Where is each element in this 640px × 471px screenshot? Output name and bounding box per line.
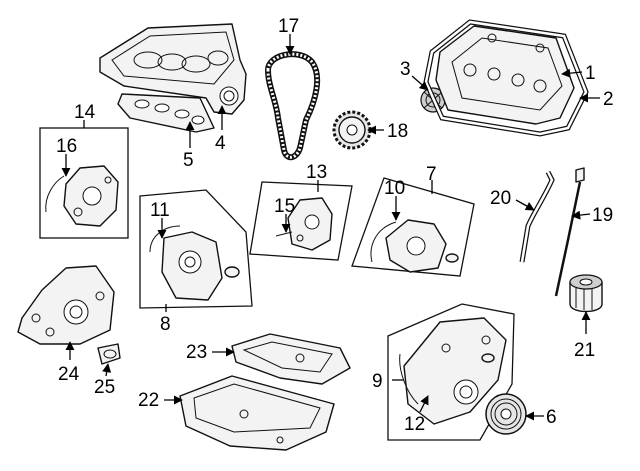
callout-13: 13 bbox=[306, 162, 327, 183]
callout-6: 6 bbox=[546, 407, 557, 428]
intake-manifold[interactable] bbox=[99, 23, 247, 115]
callout-5: 5 bbox=[183, 150, 194, 171]
lower-oil-pan[interactable] bbox=[179, 375, 335, 451]
callout-4: 4 bbox=[215, 133, 226, 154]
intake-manifold-gasket[interactable] bbox=[117, 93, 215, 133]
crankshaft-pulley[interactable] bbox=[485, 393, 527, 435]
callout-3: 3 bbox=[400, 59, 411, 80]
callout-22: 22 bbox=[138, 390, 159, 411]
dipstick-tube[interactable] bbox=[519, 170, 555, 263]
upper-timing-cover[interactable] bbox=[275, 197, 333, 251]
callout-14: 14 bbox=[74, 102, 96, 123]
leader-lines bbox=[61, 34, 600, 421]
callout-24: 24 bbox=[58, 364, 80, 385]
callout-9: 9 bbox=[372, 371, 383, 392]
callout-2: 2 bbox=[603, 89, 614, 110]
callout-8: 8 bbox=[160, 314, 171, 335]
valve-cover-gasket[interactable] bbox=[423, 19, 589, 137]
front-timing-cover[interactable] bbox=[370, 219, 459, 273]
callout-10: 10 bbox=[384, 178, 405, 199]
callout-25: 25 bbox=[94, 377, 115, 398]
timing-cover-lower[interactable] bbox=[149, 225, 240, 301]
rear-timing-cover[interactable] bbox=[45, 165, 119, 227]
callout-23: 23 bbox=[186, 342, 207, 363]
callout-20: 20 bbox=[490, 188, 511, 209]
callout-21: 21 bbox=[574, 340, 595, 361]
callout-11: 11 bbox=[150, 200, 170, 221]
upper-oil-pan[interactable] bbox=[231, 333, 351, 385]
oil-pump[interactable] bbox=[17, 265, 115, 345]
dipstick[interactable] bbox=[554, 167, 585, 297]
oil-filter[interactable] bbox=[569, 274, 603, 313]
callout-labels: 1 2 3 4 5 6 7 8 9 10 11 12 13 14 15 16 1… bbox=[56, 16, 614, 435]
callout-1: 1 bbox=[585, 63, 596, 84]
oil-screen[interactable] bbox=[97, 343, 121, 365]
front-cover-housing[interactable] bbox=[399, 317, 507, 425]
callout-19: 19 bbox=[592, 205, 613, 226]
callout-12: 12 bbox=[404, 414, 425, 435]
callout-16: 16 bbox=[56, 136, 77, 157]
camshaft-sprocket[interactable] bbox=[332, 110, 372, 150]
valve-cover[interactable] bbox=[435, 25, 575, 125]
callout-18: 18 bbox=[387, 121, 408, 142]
callout-17: 17 bbox=[278, 16, 299, 37]
callout-15: 15 bbox=[274, 196, 295, 217]
timing-belt[interactable] bbox=[264, 51, 321, 161]
callout-7: 7 bbox=[426, 164, 437, 185]
